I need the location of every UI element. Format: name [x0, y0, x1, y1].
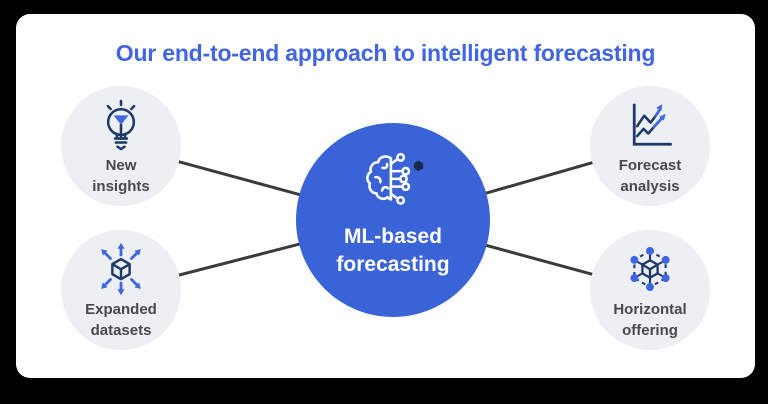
expand-arrows-icon [101, 242, 141, 296]
node-label: Horizontal offering [613, 301, 687, 339]
network-cube-icon [630, 246, 670, 292]
page-title: Our end-to-end approach to intelligent f… [115, 40, 656, 66]
node-label: Forecast analysis [618, 157, 682, 195]
infographic-card: Our end-to-end approach to intelligent f… [16, 14, 755, 378]
node-forecast-analysis: Forecast analysis [590, 86, 710, 206]
lightbulb-icon [106, 99, 136, 151]
node-new-insights: New insights [61, 86, 181, 206]
trend-chart-icon [632, 103, 672, 146]
brain-circuit-icon [366, 152, 424, 205]
node-label: New insights [92, 157, 150, 195]
center-label: ML-based forecasting [336, 225, 450, 276]
node-ml-based-forecasting: ML-based forecasting [296, 123, 490, 317]
node-label: Expanded datasets [85, 301, 157, 339]
node-horizontal-offering: Horizontal offering [590, 230, 710, 350]
node-expanded-datasets: Expanded datasets [61, 230, 181, 350]
brain-dot [414, 160, 424, 172]
